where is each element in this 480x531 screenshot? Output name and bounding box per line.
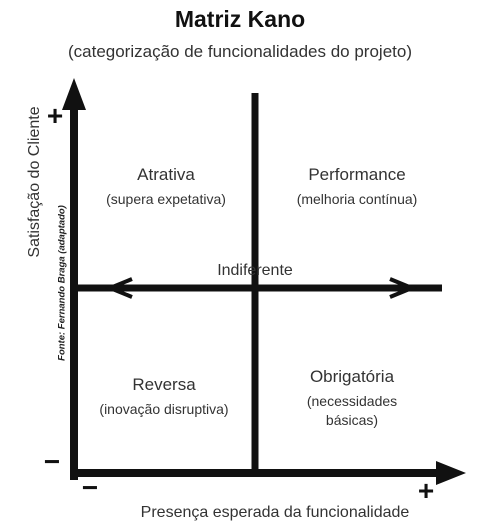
x-axis-label: Presença esperada da funcionalidade (140, 504, 410, 521)
quadrant-performance: Performance (melhoria contínua) (262, 165, 452, 209)
x-axis-minus-sign: − (82, 472, 98, 503)
y-axis-plus-sign: + (47, 100, 63, 131)
x-axis-plus-sign: + (418, 475, 434, 506)
y-axis-arrowhead (62, 78, 86, 110)
quadrant-name: Performance (308, 165, 406, 184)
quadrant-description: (melhoria contínua) (296, 191, 418, 207)
quadrant-description: (inovação disruptiva) (99, 401, 229, 417)
y-axis-minus-sign: − (44, 446, 60, 477)
left-arrowhead (104, 277, 133, 299)
page-subtitle: (categorização de funcionalidades do pro… (67, 42, 412, 61)
source-note: Fonte: Fernando Braga (adaptado) (56, 205, 68, 361)
page-title: Matriz Kano (174, 6, 306, 32)
quadrant-name: Atrativa (137, 165, 195, 184)
center-label-indiferente: Indiferente (217, 262, 293, 279)
quadrant-description: (necessidades básicas) (306, 393, 398, 428)
quadrant-obrigatoria: Obrigatória (necessidades básicas) (262, 367, 442, 430)
y-axis-label: Satisfação do Cliente (26, 106, 43, 258)
x-axis-arrowhead (436, 461, 466, 485)
right-arrowhead (389, 277, 418, 299)
quadrant-atrativa: Atrativa (supera expetativa) (82, 165, 250, 209)
quadrant-name: Reversa (132, 375, 196, 394)
quadrant-reversa: Reversa (inovação disruptiva) (78, 375, 250, 419)
quadrant-name: Obrigatória (309, 367, 395, 386)
quadrant-description: (supera expetativa) (106, 191, 226, 207)
